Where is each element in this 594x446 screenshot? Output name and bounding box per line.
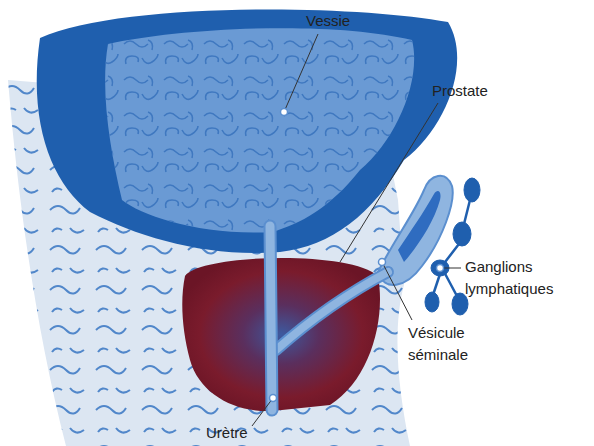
organ-label: Ganglions lymphatiques [465,256,575,300]
duct-inner [276,272,388,350]
vesicle-inner [398,191,441,262]
leader-lines [252,34,461,426]
bladder-texture [105,28,414,232]
prostate [182,258,380,411]
organ-label: Vésicule séminale [408,322,488,366]
bladder-lumen [105,28,414,232]
duct [276,272,388,350]
organ-label: Prostate [432,80,488,102]
urethra [270,226,272,410]
organ-label: Urètre [206,422,248,444]
bladder-wall [37,9,457,253]
urethra-inner [270,226,272,410]
organ-label: Vessie [306,10,350,32]
